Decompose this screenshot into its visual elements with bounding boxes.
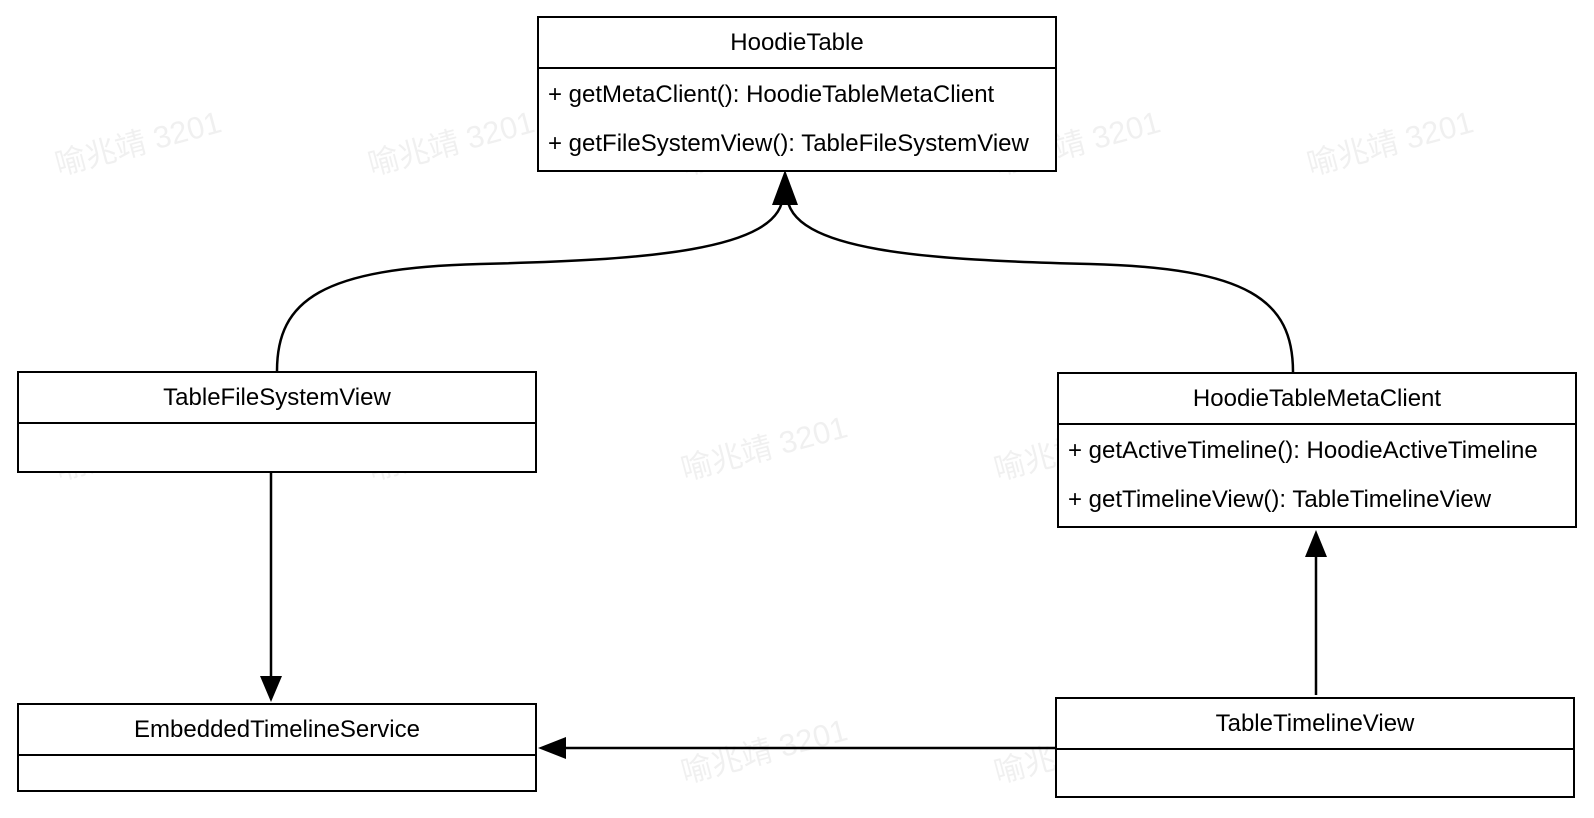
- class-title: HoodieTable: [539, 18, 1055, 69]
- arrowhead-left-icon: [538, 737, 566, 759]
- class-box-hoodie-table: HoodieTable + getMetaClient(): HoodieTab…: [537, 16, 1057, 172]
- class-box-table-file-system-view: TableFileSystemView: [17, 371, 537, 473]
- class-methods-section: + getActiveTimeline(): HoodieActiveTimel…: [1059, 425, 1575, 526]
- arrow-hoodietablemetaclient-to-hoodietable: [785, 193, 1295, 373]
- watermark-text: 喻兆靖 3201: [677, 712, 852, 791]
- method-label: + getFileSystemView(): TableFileSystemVi…: [548, 130, 1029, 157]
- class-box-table-timeline-view: TableTimelineView: [1055, 697, 1575, 798]
- class-methods-section: [19, 424, 535, 471]
- method-label: + getMetaClient(): HoodieTableMetaClient: [548, 81, 995, 108]
- watermark-text: 喻兆靖 3201: [677, 409, 852, 488]
- method-label: + getActiveTimeline(): HoodieActiveTimel…: [1068, 437, 1538, 464]
- class-title: TableFileSystemView: [19, 373, 535, 424]
- class-methods-section: [19, 756, 535, 790]
- class-box-embedded-timeline-service: EmbeddedTimelineService: [17, 703, 537, 792]
- class-methods-section: + getMetaClient(): HoodieTableMetaClient…: [539, 69, 1055, 170]
- arrowhead-up-icon: [772, 170, 798, 205]
- arrowhead-up-icon: [1305, 530, 1327, 557]
- class-title: EmbeddedTimelineService: [19, 705, 535, 756]
- class-box-hoodie-table-meta-client: HoodieTableMetaClient + getActiveTimelin…: [1057, 372, 1577, 528]
- arrow-tablefilesystemview-to-hoodietable: [275, 193, 785, 372]
- class-methods-section: [1057, 750, 1573, 796]
- watermark-text: 喻兆靖 3201: [51, 104, 226, 183]
- class-title: TableTimelineView: [1057, 699, 1573, 750]
- method-label: + getTimelineView(): TableTimelineView: [1068, 486, 1492, 513]
- class-title: HoodieTableMetaClient: [1059, 374, 1575, 425]
- arrowhead-down-icon: [260, 676, 282, 702]
- watermark-text: 喻兆靖 3201: [1303, 104, 1478, 183]
- watermark-text: 喻兆靖 3201: [364, 104, 539, 183]
